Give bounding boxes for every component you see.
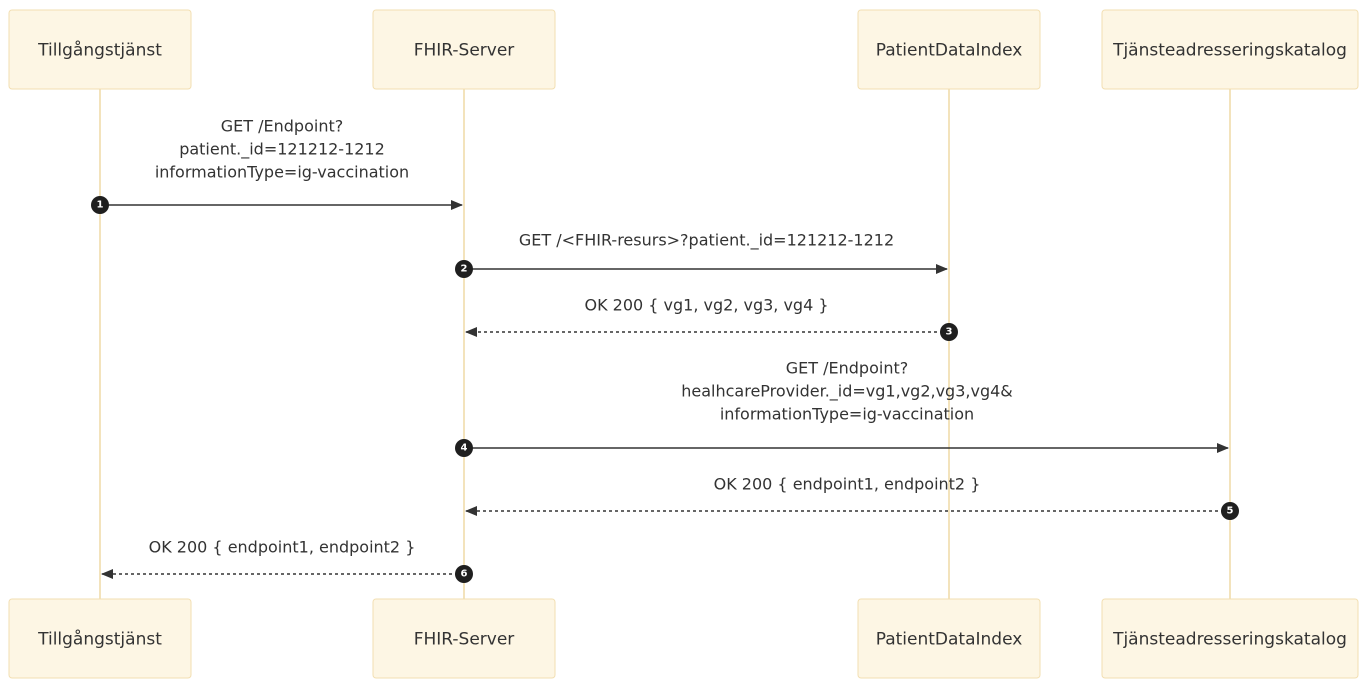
sequence-badge-circle: [455, 439, 473, 457]
participant-label: Tillgångstjänst: [37, 629, 162, 650]
message-label: patient._id=121212-1212: [179, 140, 385, 160]
sequence-badge-circle: [91, 196, 109, 214]
message-label: informationType=ig-vaccination: [155, 163, 409, 182]
sequence-number-badge: 2: [455, 260, 473, 278]
message-label: OK 200 { vg1, vg2, vg3, vg4 }: [584, 296, 828, 315]
sequence-number: 3: [946, 327, 953, 338]
participant-pdi-bottom: PatientDataIndex: [857, 598, 1041, 679]
message-label: informationType=ig-vaccination: [720, 405, 974, 424]
participant-box: [857, 598, 1041, 679]
participant-box: [1101, 9, 1359, 90]
participant-tillgang-top: Tillgångstjänst: [8, 9, 192, 90]
message-label: healhcareProvider._id=vg1,vg2,vg3,vg4&: [681, 382, 1013, 402]
participant-label: FHIR-Server: [414, 41, 515, 61]
sequence-number: 5: [1227, 506, 1234, 517]
sequence-number-badge: 6: [455, 565, 473, 583]
participant-label: Tillgångstjänst: [37, 40, 162, 61]
message-label: GET /Endpoint?: [786, 359, 908, 378]
message-6: OK 200 { endpoint1, endpoint2 } 6: [101, 538, 473, 583]
participant-box: [8, 9, 192, 90]
sequence-number: 2: [461, 264, 468, 275]
sequence-number: 1: [97, 200, 104, 211]
participant-label: Tjänsteadresseringskatalog: [1112, 630, 1347, 650]
sequence-number-badge: 4: [455, 439, 473, 457]
participant-box: [372, 598, 556, 679]
participant-label: PatientDataIndex: [876, 630, 1023, 650]
sequence-badge-circle: [455, 260, 473, 278]
participant-box: [372, 9, 556, 90]
messages: GET /Endpoint? patient._id=121212-1212inf…: [91, 117, 1239, 583]
participant-fhir-bottom: FHIR-Server: [372, 598, 556, 679]
sequence-badge-circle: [940, 323, 958, 341]
message-2: GET /<FHIR-resurs>?patient._id=121212-12…: [455, 231, 948, 278]
participant-fhir-top: FHIR-Server: [372, 9, 556, 90]
message-4: GET /Endpoint? healhcareProvider._id=vg1,…: [455, 359, 1229, 457]
message-label: OK 200 { endpoint1, endpoint2 }: [714, 475, 981, 494]
participant-tak-top: Tjänsteadresseringskatalog: [1101, 9, 1359, 90]
participant-box: [8, 598, 192, 679]
participant-label: Tjänsteadresseringskatalog: [1112, 41, 1347, 61]
participant-label: FHIR-Server: [414, 630, 515, 650]
message-1: GET /Endpoint? patient._id=121212-1212inf…: [91, 117, 463, 214]
sequence-number: 4: [461, 443, 468, 454]
participant-tak-bottom: Tjänsteadresseringskatalog: [1101, 598, 1359, 679]
sequence-badge-circle: [455, 565, 473, 583]
message-label: GET /<FHIR-resurs>?patient._id=121212-12…: [519, 231, 894, 251]
sequence-number-badge: 5: [1221, 502, 1239, 520]
sequence-number: 6: [461, 569, 468, 580]
sequence-number-badge: 1: [91, 196, 109, 214]
sequence-number-badge: 3: [940, 323, 958, 341]
message-5: OK 200 { endpoint1, endpoint2 } 5: [465, 475, 1239, 520]
message-label: GET /Endpoint?: [221, 117, 343, 136]
participant-box: [857, 9, 1041, 90]
message-3: OK 200 { vg1, vg2, vg3, vg4 } 3: [465, 296, 958, 341]
participants: TillgångstjänstTillgångstjänstFHIR-Serve…: [8, 9, 1359, 679]
participant-box: [1101, 598, 1359, 679]
participant-label: PatientDataIndex: [876, 41, 1023, 61]
message-label: OK 200 { endpoint1, endpoint2 }: [149, 538, 416, 557]
participant-pdi-top: PatientDataIndex: [857, 9, 1041, 90]
participant-tillgang-bottom: Tillgångstjänst: [8, 598, 192, 679]
sequence-badge-circle: [1221, 502, 1239, 520]
